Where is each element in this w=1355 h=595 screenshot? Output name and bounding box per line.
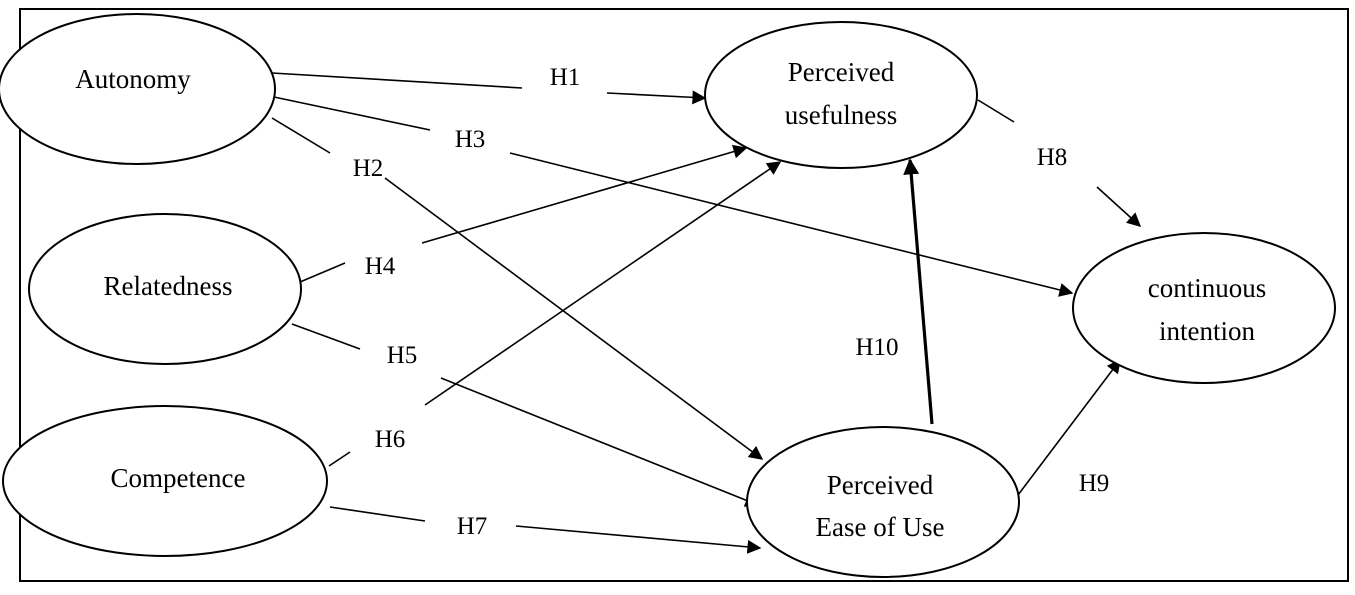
node-continuous-intention-shape (1072, 232, 1336, 384)
edge-h6-label: H6 (375, 426, 406, 453)
node-continuous-intention-label-line1: continuous (1148, 273, 1267, 303)
edge-h6-line (328, 451, 351, 467)
edge-h7-line (329, 506, 426, 522)
node-relatedness-label: Relatedness (104, 271, 233, 301)
edge-h4-line (299, 262, 346, 283)
node-relatedness-shape (28, 213, 302, 365)
edge-h6-arrow (424, 161, 782, 406)
node-perceived-ease-of-use-label-line1: Perceived (827, 470, 934, 500)
node-perceived-usefulness-shape (704, 21, 978, 169)
node-perceived-usefulness-label-line1: Perceived (788, 57, 895, 87)
edge-h1-arrow (606, 90, 707, 105)
edge-h1-line (271, 72, 523, 89)
edge-h8: H8 (977, 99, 1142, 227)
node-perceived-usefulness: Perceived usefulness (704, 21, 978, 169)
edge-h5-line (291, 323, 361, 350)
edge-h6: H6 (328, 161, 782, 467)
edge-h9-label: H9 (1079, 470, 1110, 497)
node-perceived-ease-of-use-shape (746, 426, 1020, 578)
edge-h8-arrow (1096, 186, 1142, 227)
node-perceived-usefulness-label-line2: usefulness (785, 100, 897, 130)
edge-h2-arrow (384, 177, 764, 460)
edge-h8-line (977, 99, 1015, 123)
edge-h4-label: H4 (365, 253, 396, 280)
edge-h1: H1 (271, 64, 707, 105)
node-autonomy-shape (0, 13, 276, 165)
edge-h2: H2 (271, 117, 764, 460)
node-continuous-intention: continuous intention (1072, 232, 1336, 384)
node-perceived-ease-of-use-label-line2: Ease of Use (816, 512, 945, 542)
edge-h7-arrow (515, 525, 762, 554)
node-competence: Competence (2, 405, 328, 557)
edge-h8-label: H8 (1037, 144, 1068, 171)
edge-h5-label: H5 (387, 342, 418, 369)
edge-h5-arrow (440, 377, 760, 507)
edge-h2-line (271, 117, 331, 154)
node-competence-label: Competence (111, 463, 246, 493)
edge-h7-label: H7 (457, 513, 488, 540)
node-autonomy: Autonomy (0, 13, 276, 165)
edge-h7: H7 (329, 506, 762, 554)
node-perceived-ease-of-use: Perceived Ease of Use (746, 426, 1020, 578)
node-autonomy-label: Autonomy (75, 64, 191, 94)
diagram-frame (19, 8, 1349, 582)
edge-h3-arrow (509, 152, 1074, 297)
node-relatedness: Relatedness (28, 213, 302, 365)
edge-h3: H3 (273, 96, 1074, 297)
edge-h2-label: H2 (353, 155, 384, 182)
edge-h10: H10 (855, 158, 934, 425)
edge-h5: H5 (291, 323, 760, 507)
edge-h10-arrow (903, 158, 934, 425)
node-continuous-intention-label-line2: intention (1159, 316, 1255, 346)
edge-h4: H4 (299, 144, 748, 283)
edge-h4-arrow (421, 144, 748, 244)
node-competence-shape (2, 405, 328, 557)
edge-h3-label: H3 (455, 126, 486, 153)
edge-h9: H9 (1017, 358, 1121, 497)
edge-h1-label: H1 (550, 64, 581, 91)
edge-h9-arrow (1017, 358, 1121, 496)
edge-h10-label: H10 (855, 334, 898, 361)
edge-h3-line (273, 96, 431, 131)
